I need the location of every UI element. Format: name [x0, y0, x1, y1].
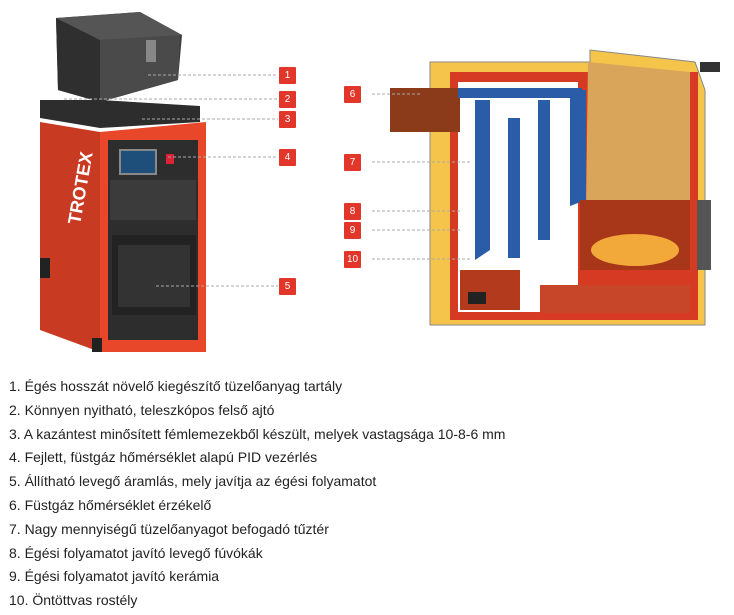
legend-item: 8. Égési folyamatot javító levegő fúvóká… — [9, 544, 263, 561]
marker-10: 10 — [344, 251, 361, 268]
legend-item: 4. Fejlett, füstgáz hőmérséklet alapú PI… — [9, 449, 318, 466]
legend-item: 1. Égés hosszát növelő kiegészítő tüzelő… — [9, 378, 343, 394]
legend-item: 9. Égési folyamatot javító kerámia — [9, 568, 220, 585]
legend-item: 7. Nagy mennyiségű tüzelőanyagot befogad… — [9, 520, 329, 537]
marker-7: 7 — [344, 154, 361, 171]
marker-5: 5 — [279, 278, 296, 295]
marker-6: 6 — [344, 86, 361, 103]
boiler-illustration: TROTEX — [40, 12, 720, 352]
boiler-cutaway — [390, 49, 720, 326]
marker-3: 3 — [279, 111, 296, 128]
marker-1: 1 — [279, 67, 296, 84]
legend-item: 5. Állítható levegő áramlás, mely javítj… — [9, 473, 377, 490]
legend-item: 2. Könnyen nyitható, teleszkópos felső a… — [9, 401, 275, 418]
marker-4: 4 — [279, 149, 296, 166]
legend-item: 10. Öntöttvas rostély — [9, 592, 138, 609]
feature-legend: 1. Égés hosszát növelő kiegészítő tüzelő… — [9, 375, 505, 613]
marker-2: 2 — [279, 91, 296, 108]
marker-8: 8 — [344, 203, 361, 220]
legend-item: 3. A kazántest minősített fémlemezekből … — [9, 425, 506, 442]
boiler-diagram: TROTEX — [40, 12, 720, 352]
marker-9: 9 — [344, 222, 361, 239]
boiler-exterior — [40, 12, 206, 352]
legend-item: 6. Füstgáz hőmérséklet érzékelő — [9, 496, 212, 513]
leader-lines — [64, 74, 470, 287]
